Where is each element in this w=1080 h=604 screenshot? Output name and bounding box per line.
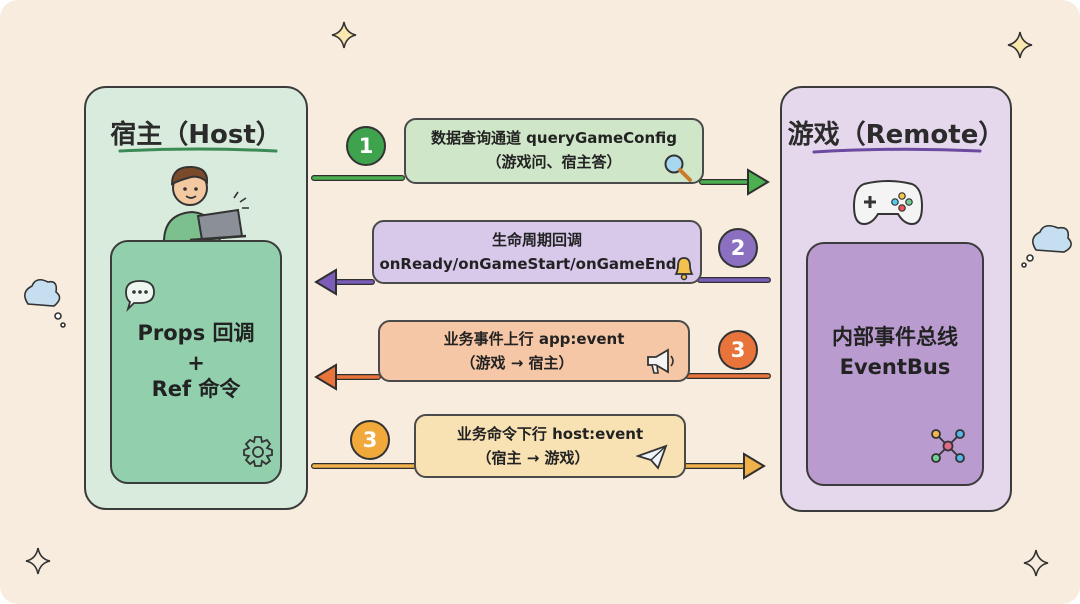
game-title-underline: [812, 147, 982, 154]
sparkle-icon: [331, 21, 357, 49]
sparkle-icon: [1007, 31, 1033, 59]
paper-plane-icon: [636, 444, 668, 470]
host-inner-line3: Ref 命令: [151, 377, 241, 401]
person-laptop-icon: [162, 165, 249, 242]
channel-2-box: 生命周期回调 onReady/onGameStart/onGameEnd: [372, 220, 702, 284]
chat-bubble-icon: [125, 280, 155, 312]
sparkle-icon: [25, 547, 51, 575]
channel-2-line1: 生命周期回调: [491, 231, 582, 249]
host-inner-line1: Props 回调: [137, 321, 255, 345]
channel-3-line1: 业务事件上行 app:event: [443, 330, 625, 348]
channel-4-line1: 业务命令下行 host:event: [456, 425, 644, 443]
game-inner-line2: EventBus: [839, 355, 951, 379]
channel-2-badge: 2: [718, 228, 758, 268]
sparkle-icon: [1023, 549, 1049, 577]
channel-3-box: 业务事件上行 app:event （游戏 → 宿主）: [378, 320, 690, 382]
host-title: 宿主（Host）: [110, 120, 282, 150]
gamepad-icon: [852, 180, 924, 226]
channel-2-line2: onReady/onGameStart/onGameEnd: [379, 255, 677, 273]
channel-4-arrow: [311, 452, 766, 480]
cloud-icon: [1021, 224, 1072, 268]
host-title-underline: [118, 147, 278, 153]
channel-1-line1: 数据查询通道 queryGameConfig: [430, 129, 678, 147]
gear-icon: [243, 436, 273, 467]
cloud-icon: [24, 278, 66, 328]
channel-3-arrow: [314, 363, 771, 391]
channel-1-line2: （游戏问、宿主答）: [486, 153, 622, 171]
bell-icon: [674, 257, 694, 281]
channel-2-arrow: [314, 268, 771, 296]
channel-4-line2: （宿主 → 游戏）: [476, 449, 590, 467]
channel-4-box: 业务命令下行 host:event （宿主 → 游戏）: [414, 414, 686, 478]
channel-1-arrow: [311, 168, 770, 196]
network-icon: [931, 429, 965, 463]
game-title: 游戏（Remote）: [787, 120, 1005, 150]
channel-4-badge: 3: [350, 420, 390, 460]
megaphone-icon: [647, 348, 674, 374]
channel-1-badge: 1: [346, 126, 386, 166]
host-inner-line2: +: [187, 351, 205, 375]
game-inner-panel: 内部事件总线 EventBus: [806, 242, 984, 486]
channel-3-line2: （游戏 → 宿主）: [460, 354, 574, 372]
channel-1-box: 数据查询通道 queryGameConfig （游戏问、宿主答）: [404, 118, 704, 184]
game-inner-line1: 内部事件总线: [832, 325, 958, 349]
channel-3-badge: 3: [718, 330, 758, 370]
magnifier-icon: [664, 154, 692, 182]
